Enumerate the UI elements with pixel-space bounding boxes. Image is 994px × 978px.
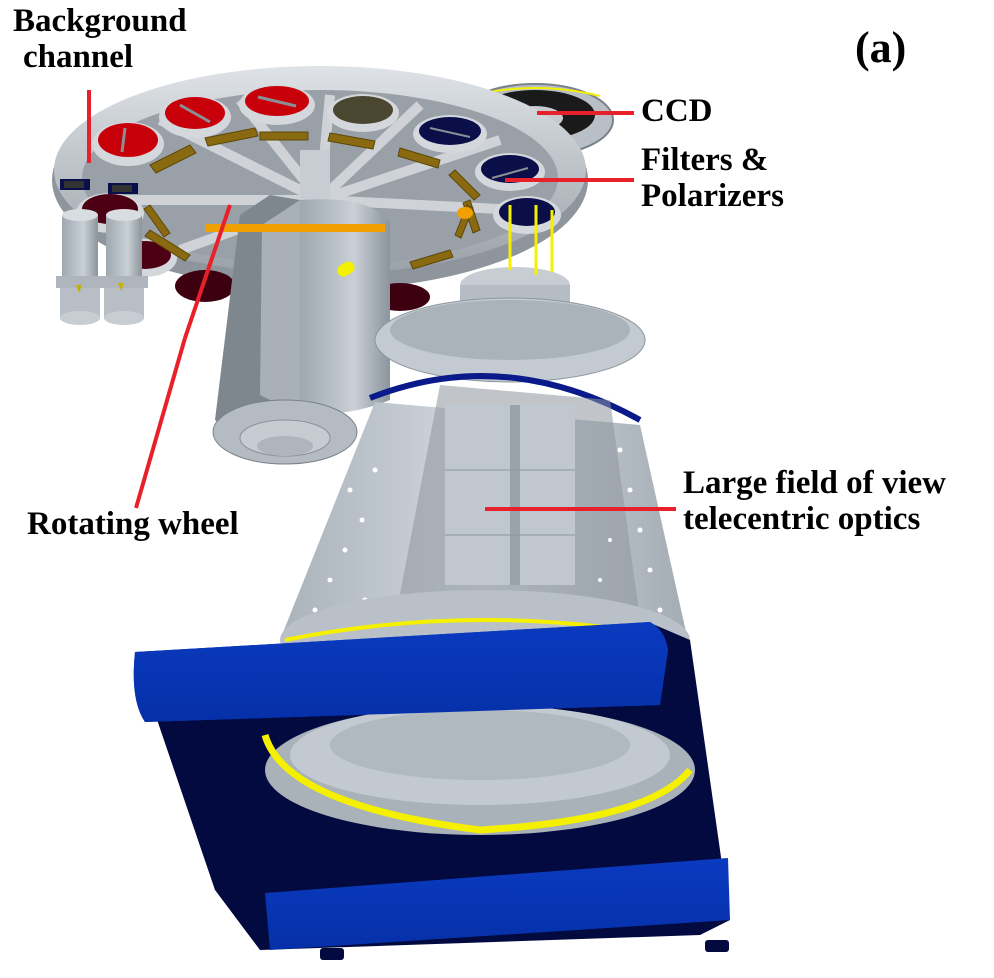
orange-band [205,224,385,232]
leader-lines [87,90,676,511]
leader-rotating-wheel-upper [183,204,232,339]
filter-maroon [175,270,235,302]
yellow-pin [337,261,355,277]
orange-screw [457,207,473,219]
filter-olive [327,94,399,132]
filter-red [92,122,164,166]
label-telecentric-optics: Large field of view telecentric optics [683,465,947,537]
label-telecentric-line1: Large field of view [683,465,947,501]
label-background-channel-line1: Background [13,3,187,39]
background-channel-tube [56,209,104,325]
mounting-base [133,622,730,960]
background-channel-tube [100,209,148,325]
motor-housing [205,195,390,465]
background-channel [56,179,148,325]
label-ccd: CCD [641,93,713,129]
label-background-channel: Background channel [13,3,187,75]
base-foot [705,940,729,952]
filter-navy [475,153,545,191]
label-telecentric-line2: telecentric optics [683,500,921,537]
filter-red [239,85,315,125]
base-foot [320,948,344,960]
filter-red [159,96,231,138]
label-filters-polarizers: Filters & Polarizers [641,142,784,214]
panel-label: (a) [855,23,907,72]
label-rotating-wheel: Rotating wheel [27,506,239,542]
barrel-holes [312,447,663,613]
filter-navy [413,115,487,153]
yellow-seal [261,733,693,834]
leader-rotating-wheel [134,337,187,509]
label-filters-line1: Filters & [641,142,769,178]
label-filters-line2: Polarizers [641,177,784,214]
label-background-channel-line2: channel [23,38,134,75]
